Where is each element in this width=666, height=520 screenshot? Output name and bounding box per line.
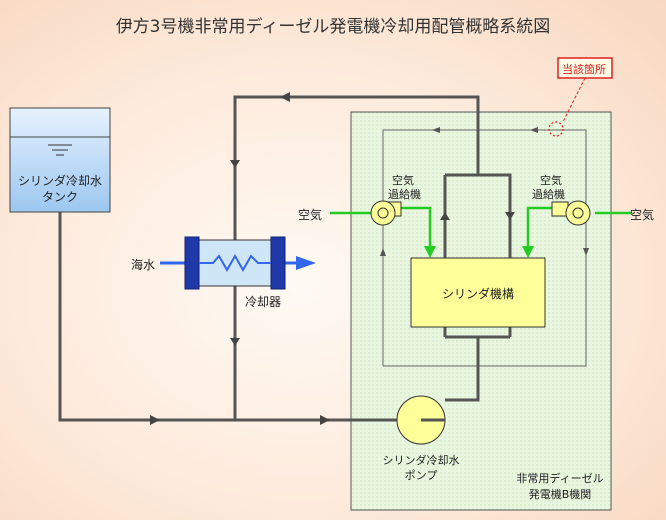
supercharger-right xyxy=(551,200,591,226)
tank-label-line2: タンク xyxy=(41,190,78,204)
water-level-mark xyxy=(48,144,72,156)
tank-label-line1: シリンダ冷却水 xyxy=(17,174,102,188)
callout-label: 当該箇所 xyxy=(562,63,606,76)
supercharger-right-label-1: 空気 xyxy=(540,174,562,187)
cylinder-mechanism-block xyxy=(410,257,546,328)
diagram-title: 伊方3号機非常用ディーゼル発電機冷却用配管概略系統図 xyxy=(115,17,551,37)
air-arrows xyxy=(424,246,534,258)
seawater-label: 海水 xyxy=(131,258,156,272)
cooler-label: 冷却器 xyxy=(245,295,282,309)
supercharger-left-label-1: 空気 xyxy=(392,174,414,187)
air-lines xyxy=(330,206,632,248)
cylinder-cooling-water-tank xyxy=(9,107,111,213)
room-label-line1: 非常用ディーゼル xyxy=(516,472,604,485)
cooler-unit xyxy=(184,236,286,290)
cylinder-mechanism-label: シリンダ機構 xyxy=(441,287,514,301)
supercharger-left xyxy=(370,200,402,226)
room-label-line2: 発電機B機関 xyxy=(528,488,592,501)
flow-arrows xyxy=(150,92,515,425)
supercharger-right-label-2: 過給機 xyxy=(532,188,565,201)
air-right-label: 空気 xyxy=(630,208,655,222)
pump-label-line2: ポンプ xyxy=(404,469,438,482)
location-callout xyxy=(548,57,613,137)
loop-arrows xyxy=(380,127,589,256)
cylinder-cooling-pump xyxy=(396,395,446,445)
supercharger-left-label-2: 過給機 xyxy=(388,188,421,201)
pump-label-line1: シリンダ冷却水 xyxy=(382,454,460,467)
air-left-label: 空気 xyxy=(298,208,323,222)
